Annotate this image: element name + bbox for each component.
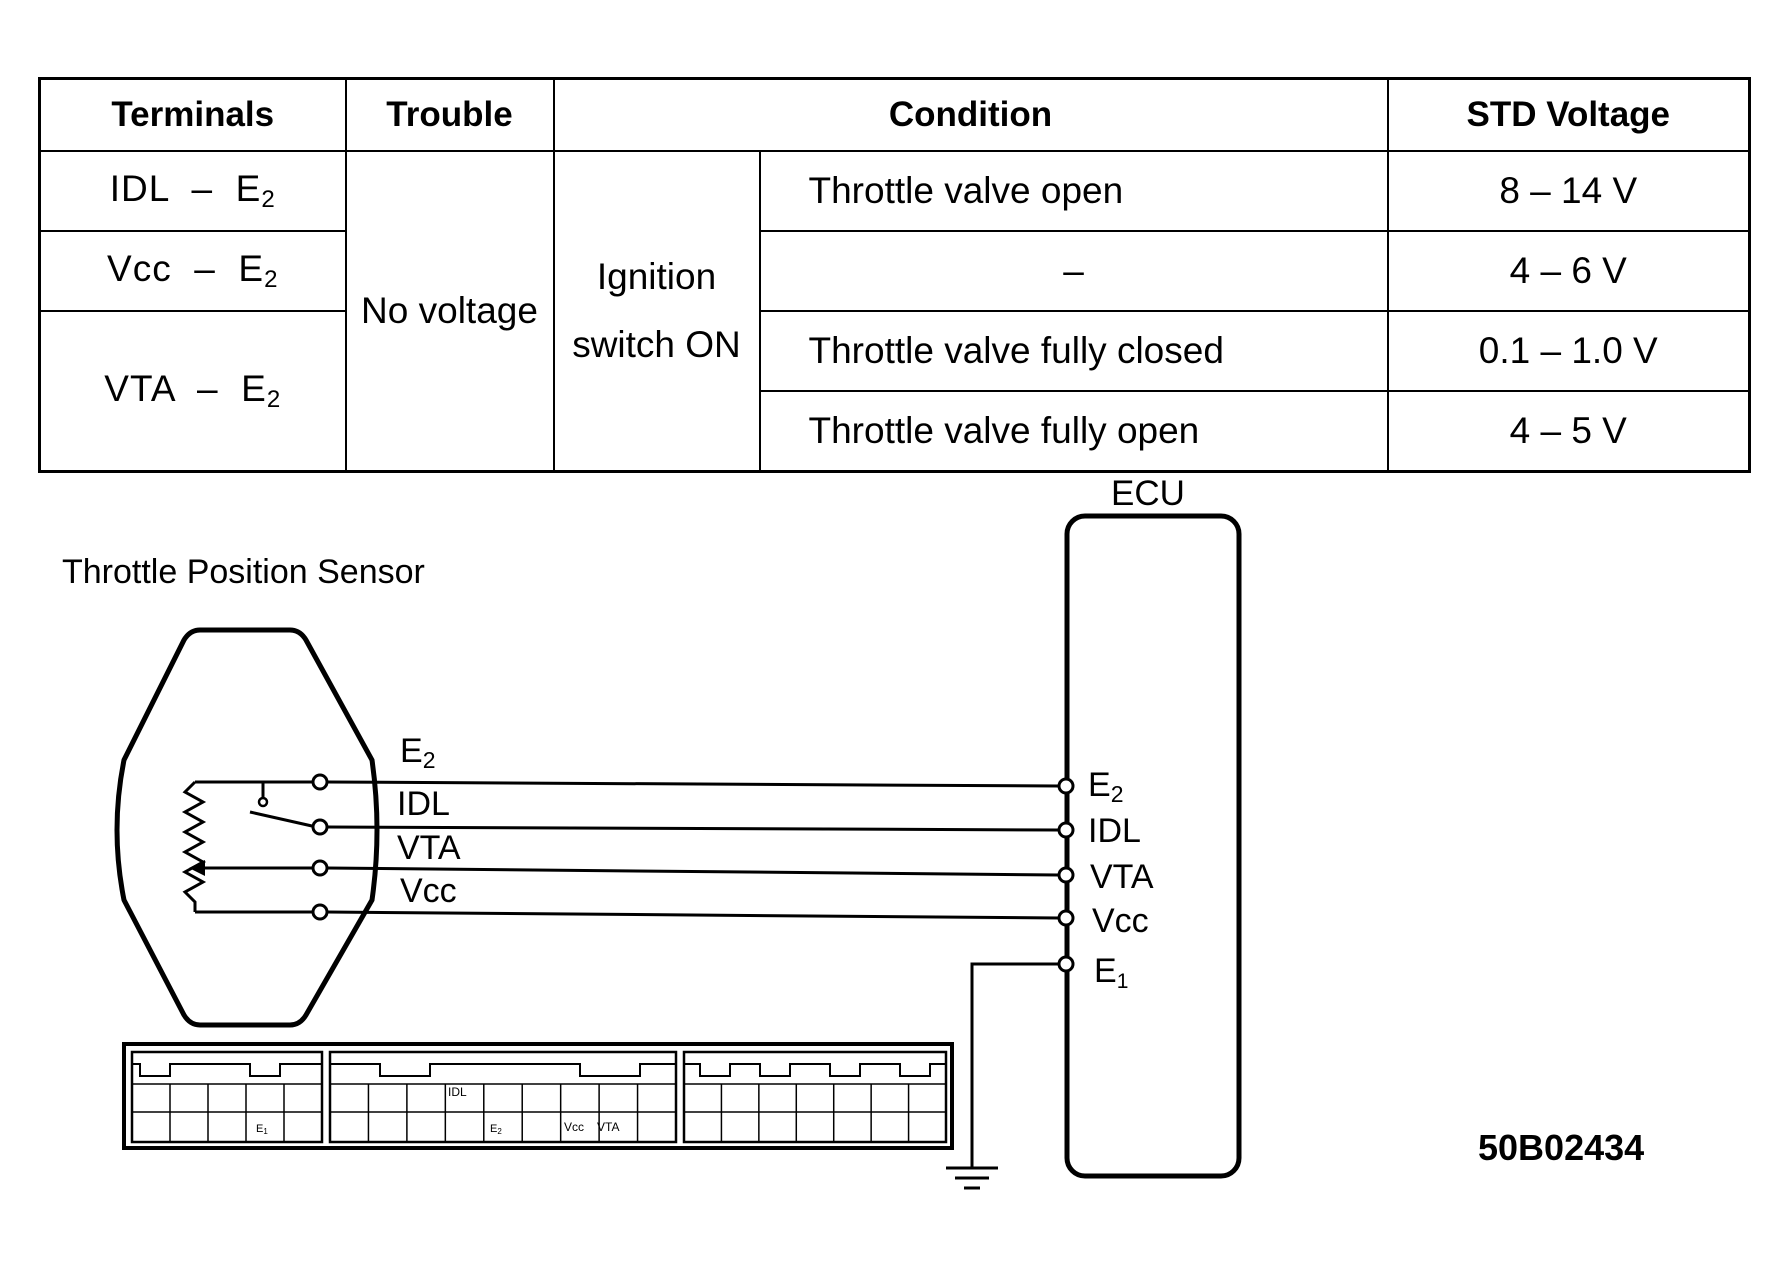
condition-cell: Throttle valve open xyxy=(758,150,1389,232)
ecu-label-e2: E2 xyxy=(1088,766,1123,807)
connector-label-e2: E2 xyxy=(490,1123,502,1136)
condition-cell: Throttle valve fully open xyxy=(758,390,1389,473)
wire-label-e2: E2 xyxy=(400,732,435,773)
switch-pivot xyxy=(257,796,269,808)
sensor-terminal-vcc xyxy=(311,903,329,921)
connector-label-vcc: Vcc xyxy=(564,1120,584,1134)
voltage-cell: 0.1 – 1.0 V xyxy=(1386,310,1751,392)
connector-key-edge xyxy=(684,1063,946,1077)
header-trouble: Trouble xyxy=(344,77,555,152)
connector-label-idl: IDL xyxy=(448,1085,467,1099)
connector-label-e1: E1 xyxy=(256,1123,268,1136)
voltage-cell: 8 – 14 V xyxy=(1386,150,1751,232)
table-header-row: Terminals Trouble Condition STD Voltage xyxy=(38,77,1751,152)
wire-e2 xyxy=(326,780,1060,788)
wiper-arrow xyxy=(189,860,205,876)
ecu-terminal-e1 xyxy=(1057,955,1075,973)
wire-vcc xyxy=(326,910,1060,920)
wire-idl xyxy=(326,825,1060,832)
connector-block xyxy=(328,1050,678,1144)
header-condition: Condition xyxy=(552,77,1389,152)
wire-label-vcc: Vcc xyxy=(400,872,457,910)
sensor-housing xyxy=(114,627,380,1028)
ignition-cell: Ignition switch ON xyxy=(552,150,761,473)
voltage-cell: 4 – 5 V xyxy=(1386,390,1751,473)
figure-code: 50B02434 xyxy=(1478,1127,1644,1168)
ecu-label-idl: IDL xyxy=(1088,812,1141,850)
ecu-label: ECU xyxy=(1111,474,1185,513)
condition-cell: Throttle valve fully closed xyxy=(758,310,1389,392)
trouble-cell: No voltage xyxy=(344,150,555,473)
sensor-terminal-e2 xyxy=(311,773,329,791)
sensor-terminal-idl xyxy=(311,818,329,836)
ecu-label-vcc: Vcc xyxy=(1092,902,1149,940)
ecu-terminal-idl xyxy=(1057,821,1075,839)
condition-cell: – xyxy=(758,230,1389,312)
table-row: VTA – E2 Throttle valve fully closed 0.1… xyxy=(38,310,1751,473)
terminal-vcc-e2: Vcc – E2 xyxy=(38,230,347,312)
wire-vta xyxy=(326,866,1060,877)
connector-cavity-grid xyxy=(130,1050,948,1144)
ecu-label-e1: E1 xyxy=(1094,952,1128,993)
table-row: Vcc – E2 – 4 – 6 V xyxy=(38,230,1751,312)
ecu-terminal-e2 xyxy=(1057,777,1075,795)
e1-ground-wire xyxy=(970,962,1059,1168)
table-row: Throttle valve fully open 4 – 5 V xyxy=(40,390,1751,473)
terminal-idl-e2: IDL – E2 xyxy=(38,150,347,232)
connector-label-vta: VTA xyxy=(597,1120,619,1134)
connector-key-edge xyxy=(132,1063,322,1077)
connector-key-edge xyxy=(330,1063,676,1077)
ecu-box xyxy=(1064,513,1242,1179)
idl-switch-contact xyxy=(249,810,313,828)
table-row: IDL – E2 No voltage Ignition switch ON T… xyxy=(38,150,1751,473)
connector-block xyxy=(682,1050,948,1144)
terminal-vta-e2: VTA – E2 xyxy=(38,310,347,473)
ecu-terminal-vcc xyxy=(1057,909,1075,927)
ecu-connector xyxy=(122,1042,954,1150)
sensor-terminal-vta xyxy=(311,859,329,877)
header-std-voltage: STD Voltage xyxy=(1386,77,1751,152)
voltage-cell: 4 – 6 V xyxy=(1386,230,1751,312)
ecu-label-vta: VTA xyxy=(1090,858,1154,896)
terminal-voltage-table: Terminals Trouble Condition STD Voltage … xyxy=(38,77,1751,473)
resistor-symbol xyxy=(181,780,207,912)
wire-label-idl: IDL xyxy=(397,785,450,823)
ecu-terminal-vta xyxy=(1057,866,1075,884)
wire-label-vta: VTA xyxy=(397,829,461,867)
connector-block xyxy=(130,1050,324,1144)
header-terminals: Terminals xyxy=(38,77,347,152)
sensor-title: Throttle Position Sensor xyxy=(62,553,425,591)
